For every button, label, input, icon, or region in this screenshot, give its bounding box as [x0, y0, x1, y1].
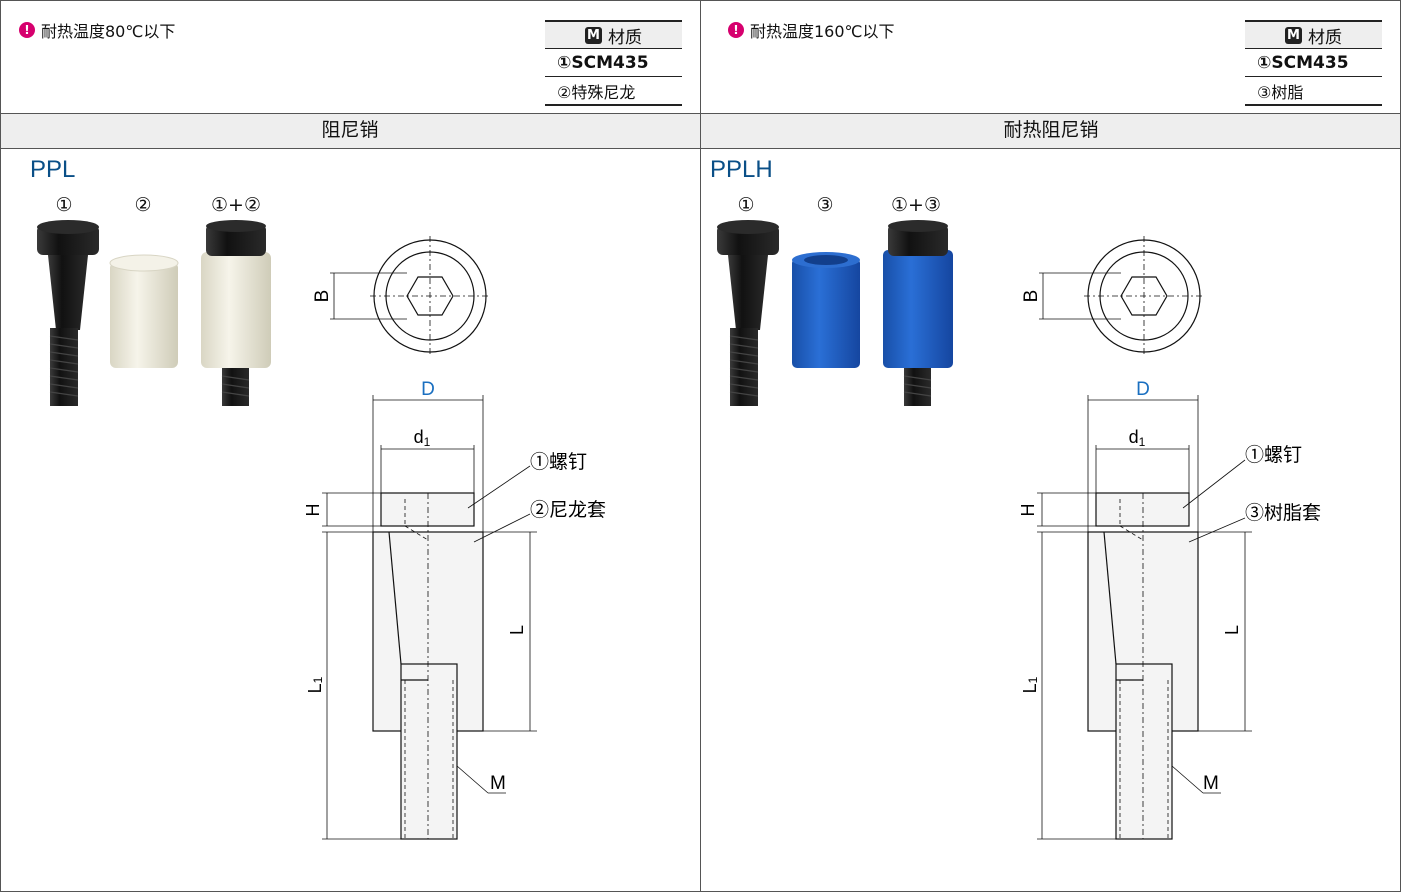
callout-sleeve: ③树脂套 — [1245, 502, 1321, 524]
part-label: ① — [55, 194, 73, 216]
material-row: ①SCM435 — [545, 49, 682, 77]
panel-ppl: ! 耐热温度80℃以下 M 材质 ①SCM435 ②特殊尼龙 阻尼销 PPL ①… — [0, 0, 700, 892]
side-view-drawing — [1037, 395, 1252, 840]
dim-b-label: B — [1021, 290, 1042, 303]
left-border — [0, 0, 1, 892]
dim-l-label: L — [1222, 625, 1242, 635]
callout-screw: ①螺钉 — [530, 451, 587, 473]
top-view-drawing — [330, 236, 490, 356]
alert-icon: ! — [19, 22, 35, 38]
material-header: M 材质 — [545, 20, 682, 49]
bolt-photo — [717, 220, 779, 406]
material-header-label: 材质 — [1308, 27, 1342, 48]
material-row: ③树脂 — [1245, 77, 1382, 106]
part-label: ①+③ — [891, 194, 941, 216]
dim-m-label: M — [1203, 773, 1219, 794]
heat-note-text: 耐热温度80℃以下 — [41, 22, 176, 41]
resin-sleeve-photo — [792, 252, 860, 368]
top-view-drawing — [1039, 236, 1204, 356]
callout-screw: ①螺钉 — [1245, 444, 1302, 466]
material-header: M 材质 — [1245, 20, 1382, 49]
material-row: ①SCM435 — [1245, 49, 1382, 77]
bolt-photo — [37, 220, 99, 406]
material-mark-icon: M — [585, 26, 602, 44]
side-view-drawing — [322, 395, 537, 840]
alert-icon: ! — [728, 22, 744, 38]
dim-d-label: D — [1136, 379, 1150, 400]
pplh-illustration: B — [717, 220, 1321, 840]
center-divider — [700, 0, 701, 892]
part-label: ③ — [816, 194, 834, 216]
heat-note-text: 耐热温度160℃以下 — [750, 22, 895, 41]
dim-d1-label: d1 — [414, 427, 431, 449]
dim-b-label: B — [312, 290, 333, 303]
part-label: ② — [134, 194, 152, 216]
dim-l1-label: L1 — [305, 676, 325, 693]
ppl-illustration: B — [37, 220, 606, 840]
model-code: PPL — [30, 156, 76, 183]
assembled-photo — [201, 220, 271, 406]
material-table: M 材质 ①SCM435 ③树脂 — [1245, 20, 1382, 106]
dim-d1-label: d1 — [1129, 427, 1146, 449]
dim-h-label: H — [303, 504, 323, 517]
material-row: ②特殊尼龙 — [545, 77, 682, 106]
heat-note: ! 耐热温度80℃以下 — [19, 18, 175, 42]
band-title: 耐热阻尼销 — [1003, 119, 1099, 141]
dim-d-label: D — [421, 379, 435, 400]
part-label: ①+② — [211, 194, 261, 216]
model-code: PPLH — [710, 156, 773, 183]
part-label: ① — [737, 194, 755, 216]
material-header-label: 材质 — [608, 27, 642, 48]
panel-pplh: ! 耐热温度160℃以下 M 材质 ①SCM435 ③树脂 耐热阻尼销 PPLH… — [701, 0, 1401, 892]
dim-m-label: M — [490, 773, 506, 794]
band-title: 阻尼销 — [321, 119, 379, 141]
dim-l1-label: L1 — [1020, 676, 1040, 693]
dim-l-label: L — [507, 625, 527, 635]
callout-sleeve: ②尼龙套 — [530, 499, 606, 521]
material-mark-icon: M — [1285, 26, 1302, 44]
heat-note: ! 耐热温度160℃以下 — [728, 18, 895, 42]
assembled-photo — [883, 220, 953, 406]
material-table: M 材质 ①SCM435 ②特殊尼龙 — [545, 20, 682, 106]
dim-h-label: H — [1018, 504, 1038, 517]
nylon-sleeve-photo — [109, 254, 179, 368]
